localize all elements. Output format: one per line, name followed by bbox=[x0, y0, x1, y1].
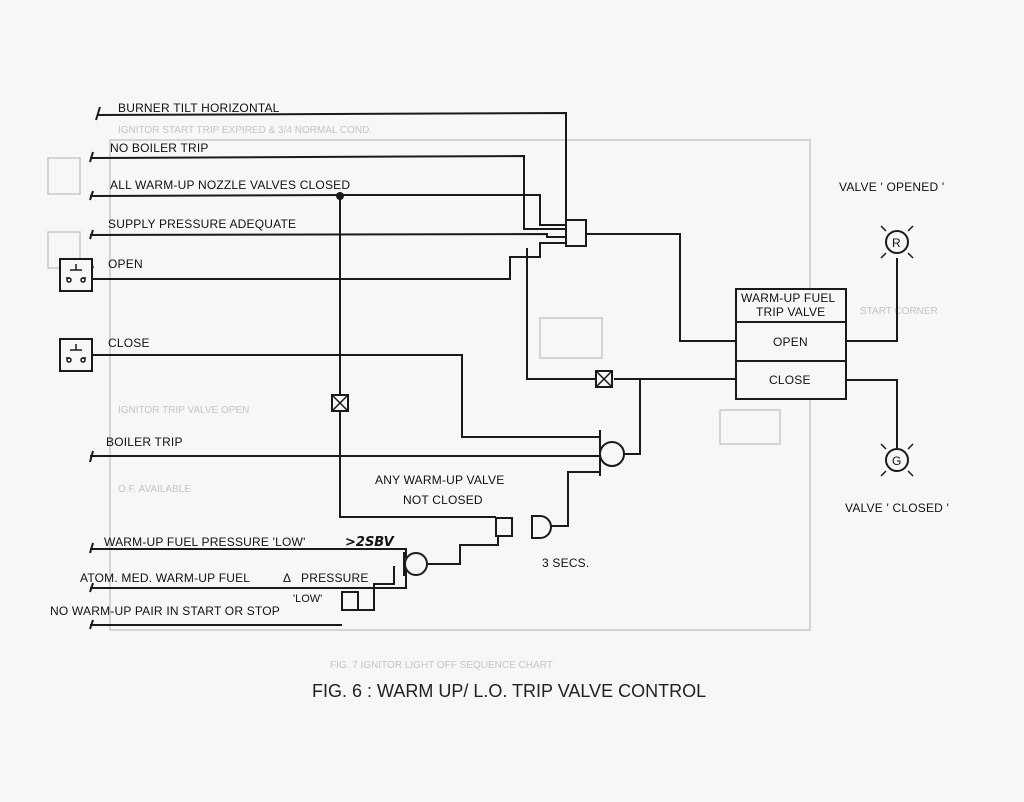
trip-valve-open: OPEN bbox=[773, 335, 808, 349]
delta-symbol: Δ bbox=[283, 571, 291, 585]
valve-closed-label: VALVE ' CLOSED ' bbox=[845, 501, 949, 515]
lamp-g-icon: G bbox=[880, 443, 914, 477]
logic-wiring bbox=[336, 192, 736, 611]
input-close: CLOSE bbox=[108, 336, 150, 350]
input-boiler-trip: BOILER TRIP bbox=[106, 435, 183, 449]
and-gate-permissive bbox=[565, 219, 587, 247]
handwritten-pressure-note: >2SBV bbox=[345, 535, 395, 550]
inhibit-x-icon-vertical bbox=[331, 394, 349, 412]
svg-text:START CORNER: START CORNER bbox=[860, 306, 938, 317]
svg-text:FIG. 7 IGNITOR LIGHT OFF S: FIG. 7 IGNITOR LIGHT OFF SEQUENCE CHART bbox=[330, 660, 553, 671]
trip-valve-title-line1: WARM-UP FUEL bbox=[741, 291, 836, 305]
input-open: OPEN bbox=[108, 257, 143, 271]
output-open-line bbox=[846, 258, 898, 342]
or-gate-close bbox=[599, 430, 625, 476]
output-close-line bbox=[846, 379, 898, 448]
lamp-g-letter: G bbox=[892, 454, 902, 468]
trip-valve-title-line2: TRIP VALVE bbox=[756, 305, 825, 319]
trip-valve-block bbox=[735, 288, 847, 400]
input-nozzle-closed: ALL WARM-UP NOZZLE VALVES CLOSED bbox=[110, 178, 350, 192]
low-tag: 'LOW' bbox=[293, 593, 322, 605]
close-pushbutton-icon[interactable] bbox=[59, 338, 93, 372]
lamp-r-letter: R bbox=[892, 236, 901, 250]
low-pressure-box bbox=[341, 591, 359, 611]
any-valve-label-line1: ANY WARM-UP VALVE bbox=[375, 473, 504, 487]
svg-text:IGNITOR TRIP VALVE OPEN: IGNITOR TRIP VALVE OPEN bbox=[118, 405, 249, 416]
or-gate-fuel bbox=[403, 552, 428, 576]
any-valve-label-line2: NOT CLOSED bbox=[403, 493, 483, 507]
timer-3-secs bbox=[531, 515, 552, 539]
input-no-warmup-pair: NO WARM-UP PAIR IN START OR STOP bbox=[50, 604, 280, 618]
lamp-r-icon: R bbox=[880, 225, 914, 259]
open-pushbutton-icon[interactable] bbox=[59, 258, 93, 292]
input-no-boiler-trip: NO BOILER TRIP bbox=[110, 141, 209, 155]
figure-caption: FIG. 6 : WARM UP/ L.O. TRIP VALVE CONTRO… bbox=[312, 681, 706, 701]
input-fuel-pressure-low: WARM-UP FUEL PRESSURE 'LOW' bbox=[104, 535, 306, 549]
input-pressure-word: PRESSURE bbox=[301, 571, 369, 585]
input-burner-tilt: BURNER TILT HORIZONTAL bbox=[118, 101, 280, 115]
input-supply-pressure: SUPPLY PRESSURE ADEQUATE bbox=[108, 217, 296, 231]
input-lines bbox=[89, 106, 600, 630]
svg-text:O.F. AVAILABLE: O.F. AVAILABLE bbox=[118, 484, 191, 495]
and-gate-any-valve bbox=[495, 517, 513, 537]
input-atom-med: ATOM. MED. WARM-UP FUEL bbox=[80, 571, 250, 585]
trip-valve-close: CLOSE bbox=[769, 373, 811, 387]
inhibit-x-icon-close bbox=[595, 370, 613, 388]
valve-opened-label: VALVE ' OPENED ' bbox=[839, 180, 944, 194]
svg-text:IGNITOR START TRIP EXPIRED: IGNITOR START TRIP EXPIRED & 3/4 NORMAL … bbox=[118, 125, 372, 136]
timer-label: 3 SECS. bbox=[542, 556, 589, 570]
